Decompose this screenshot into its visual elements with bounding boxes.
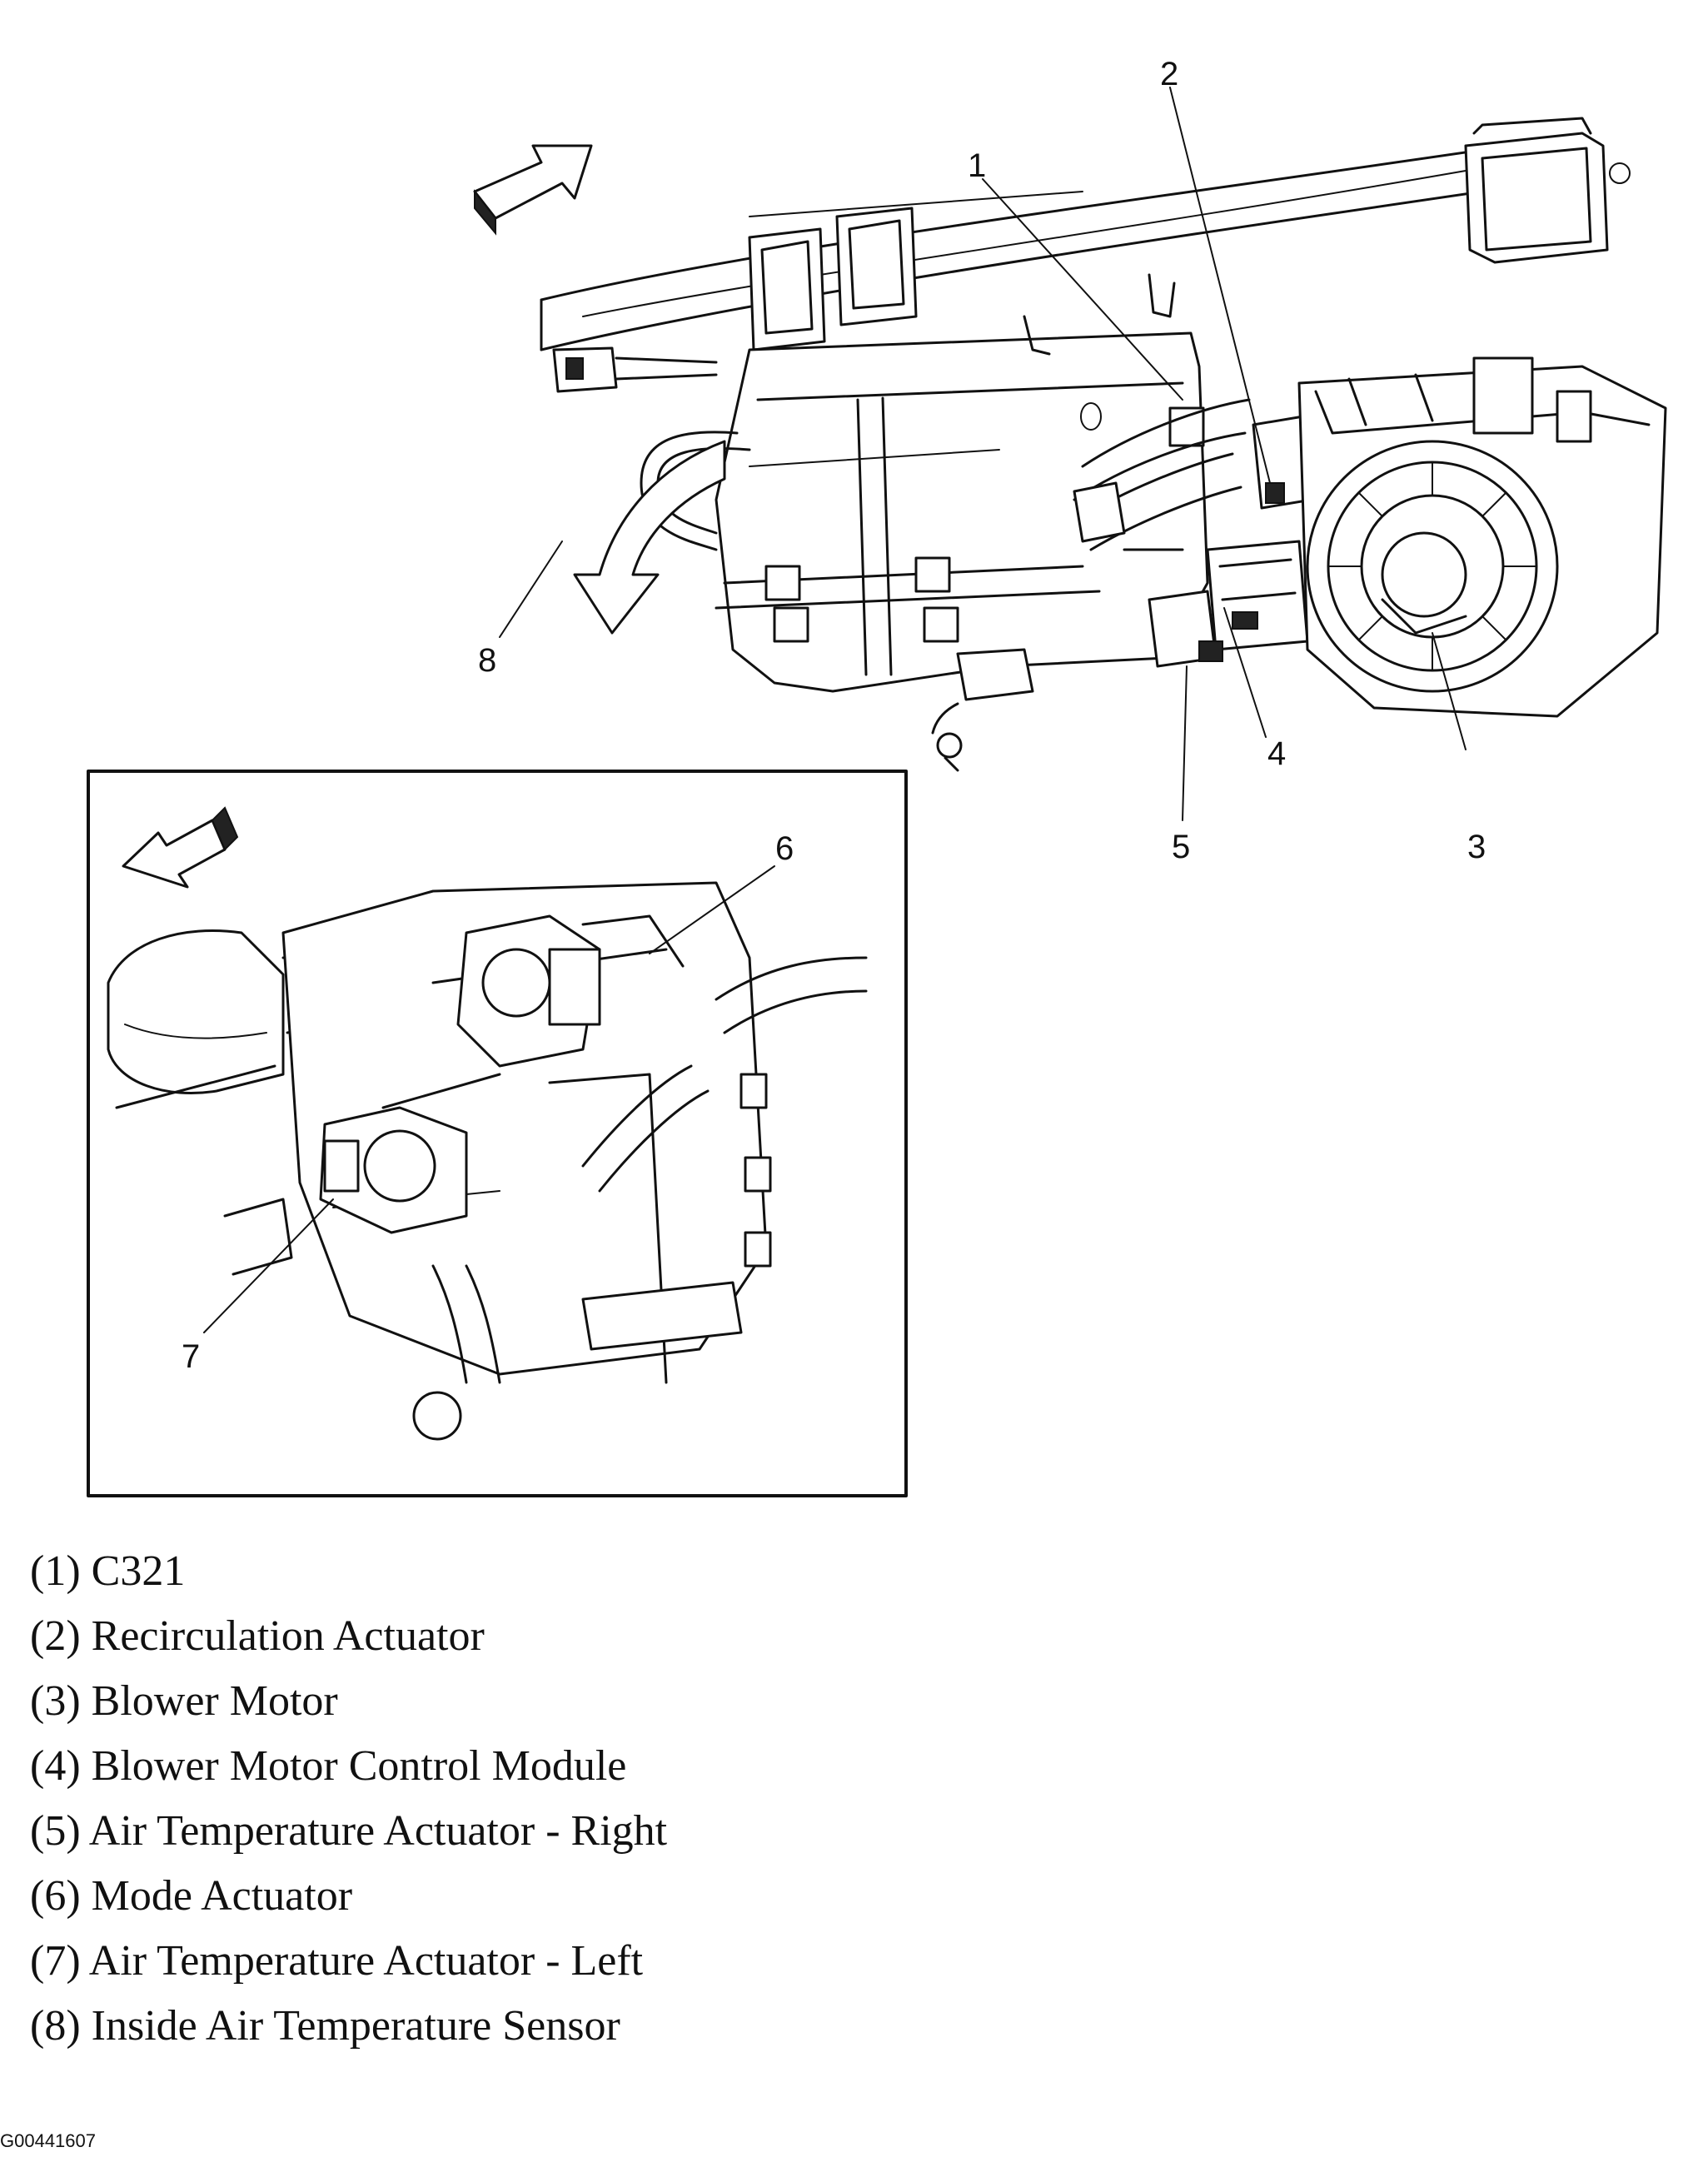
legend-item: (8) Inside Air Temperature Sensor xyxy=(30,1994,1196,2059)
callout-6: 6 xyxy=(775,830,794,867)
legend-text: Air Temperature Actuator - Right xyxy=(88,1807,668,1855)
legend-number: (5) xyxy=(30,1807,81,1855)
legend-text: Inside Air Temperature Sensor xyxy=(91,2002,620,2050)
inset-view xyxy=(87,770,908,1497)
legend-text: Air Temperature Actuator - Left xyxy=(88,1937,644,1985)
callout-2: 2 xyxy=(1160,56,1178,92)
callout-labels: 1 2 3 4 5 6 7 8 xyxy=(182,56,1486,1375)
center-vent-outlets xyxy=(748,207,918,351)
legend-number: (8) xyxy=(30,2002,81,2050)
inset-callout-leaders xyxy=(203,865,775,1333)
callout-7: 7 xyxy=(182,1338,200,1375)
inset-direction-arrow-icon xyxy=(122,806,239,889)
component-legend: (1) C321 (2) Recirculation Actuator (3) … xyxy=(30,1539,1196,2059)
legend-text: C321 xyxy=(91,1547,186,1595)
legend-item: (6) Mode Actuator xyxy=(30,1864,1196,1929)
inset-hoses xyxy=(223,956,868,1441)
callout-8: 8 xyxy=(478,642,496,679)
legend-number: (1) xyxy=(30,1547,81,1595)
air-temperature-actuator-right xyxy=(1148,590,1223,668)
legend-item: (2) Recirculation Actuator xyxy=(30,1604,1196,1669)
blower-motor-assembly xyxy=(1297,356,1667,718)
heater-hoses xyxy=(1073,398,1251,551)
mode-actuator xyxy=(456,914,685,1068)
hvac-component-diagram: 1 2 3 4 5 6 7 8 xyxy=(87,56,1667,1497)
main-view xyxy=(473,87,1667,821)
callout-3: 3 xyxy=(1467,829,1486,865)
legend-number: (7) xyxy=(30,1937,81,1985)
defroster-duct xyxy=(540,117,1631,351)
callout-leaders xyxy=(499,87,1466,821)
blower-motor-control-module xyxy=(1206,540,1309,651)
callout-4: 4 xyxy=(1267,735,1286,772)
legend-item: (4) Blower Motor Control Module xyxy=(30,1734,1196,1799)
downward-curved-arrow-icon xyxy=(573,440,726,635)
legend-text: Recirculation Actuator xyxy=(91,1612,485,1660)
callout-1: 1 xyxy=(968,147,986,184)
air-temperature-actuator-left xyxy=(319,1106,468,1234)
callout-5: 5 xyxy=(1172,829,1190,865)
legend-item: (5) Air Temperature Actuator - Right xyxy=(30,1799,1196,1864)
legend-number: (2) xyxy=(30,1612,81,1660)
legend-number: (4) xyxy=(30,1742,81,1790)
legend-text: Blower Motor xyxy=(91,1677,338,1725)
sensor-harness xyxy=(552,346,751,551)
legend-number: (6) xyxy=(30,1872,81,1920)
legend-text: Blower Motor Control Module xyxy=(91,1742,627,1790)
legend-item: (7) Air Temperature Actuator - Left xyxy=(30,1929,1196,1994)
legend-item: (3) Blower Motor xyxy=(30,1669,1196,1734)
figure-id: G00441607 xyxy=(0,2130,96,2151)
forward-arrow-icon xyxy=(473,144,593,236)
legend-number: (3) xyxy=(30,1677,81,1725)
legend-text: Mode Actuator xyxy=(91,1872,353,1920)
legend-item: (1) C321 xyxy=(30,1539,1196,1604)
hvac-module-housing xyxy=(715,315,1209,772)
